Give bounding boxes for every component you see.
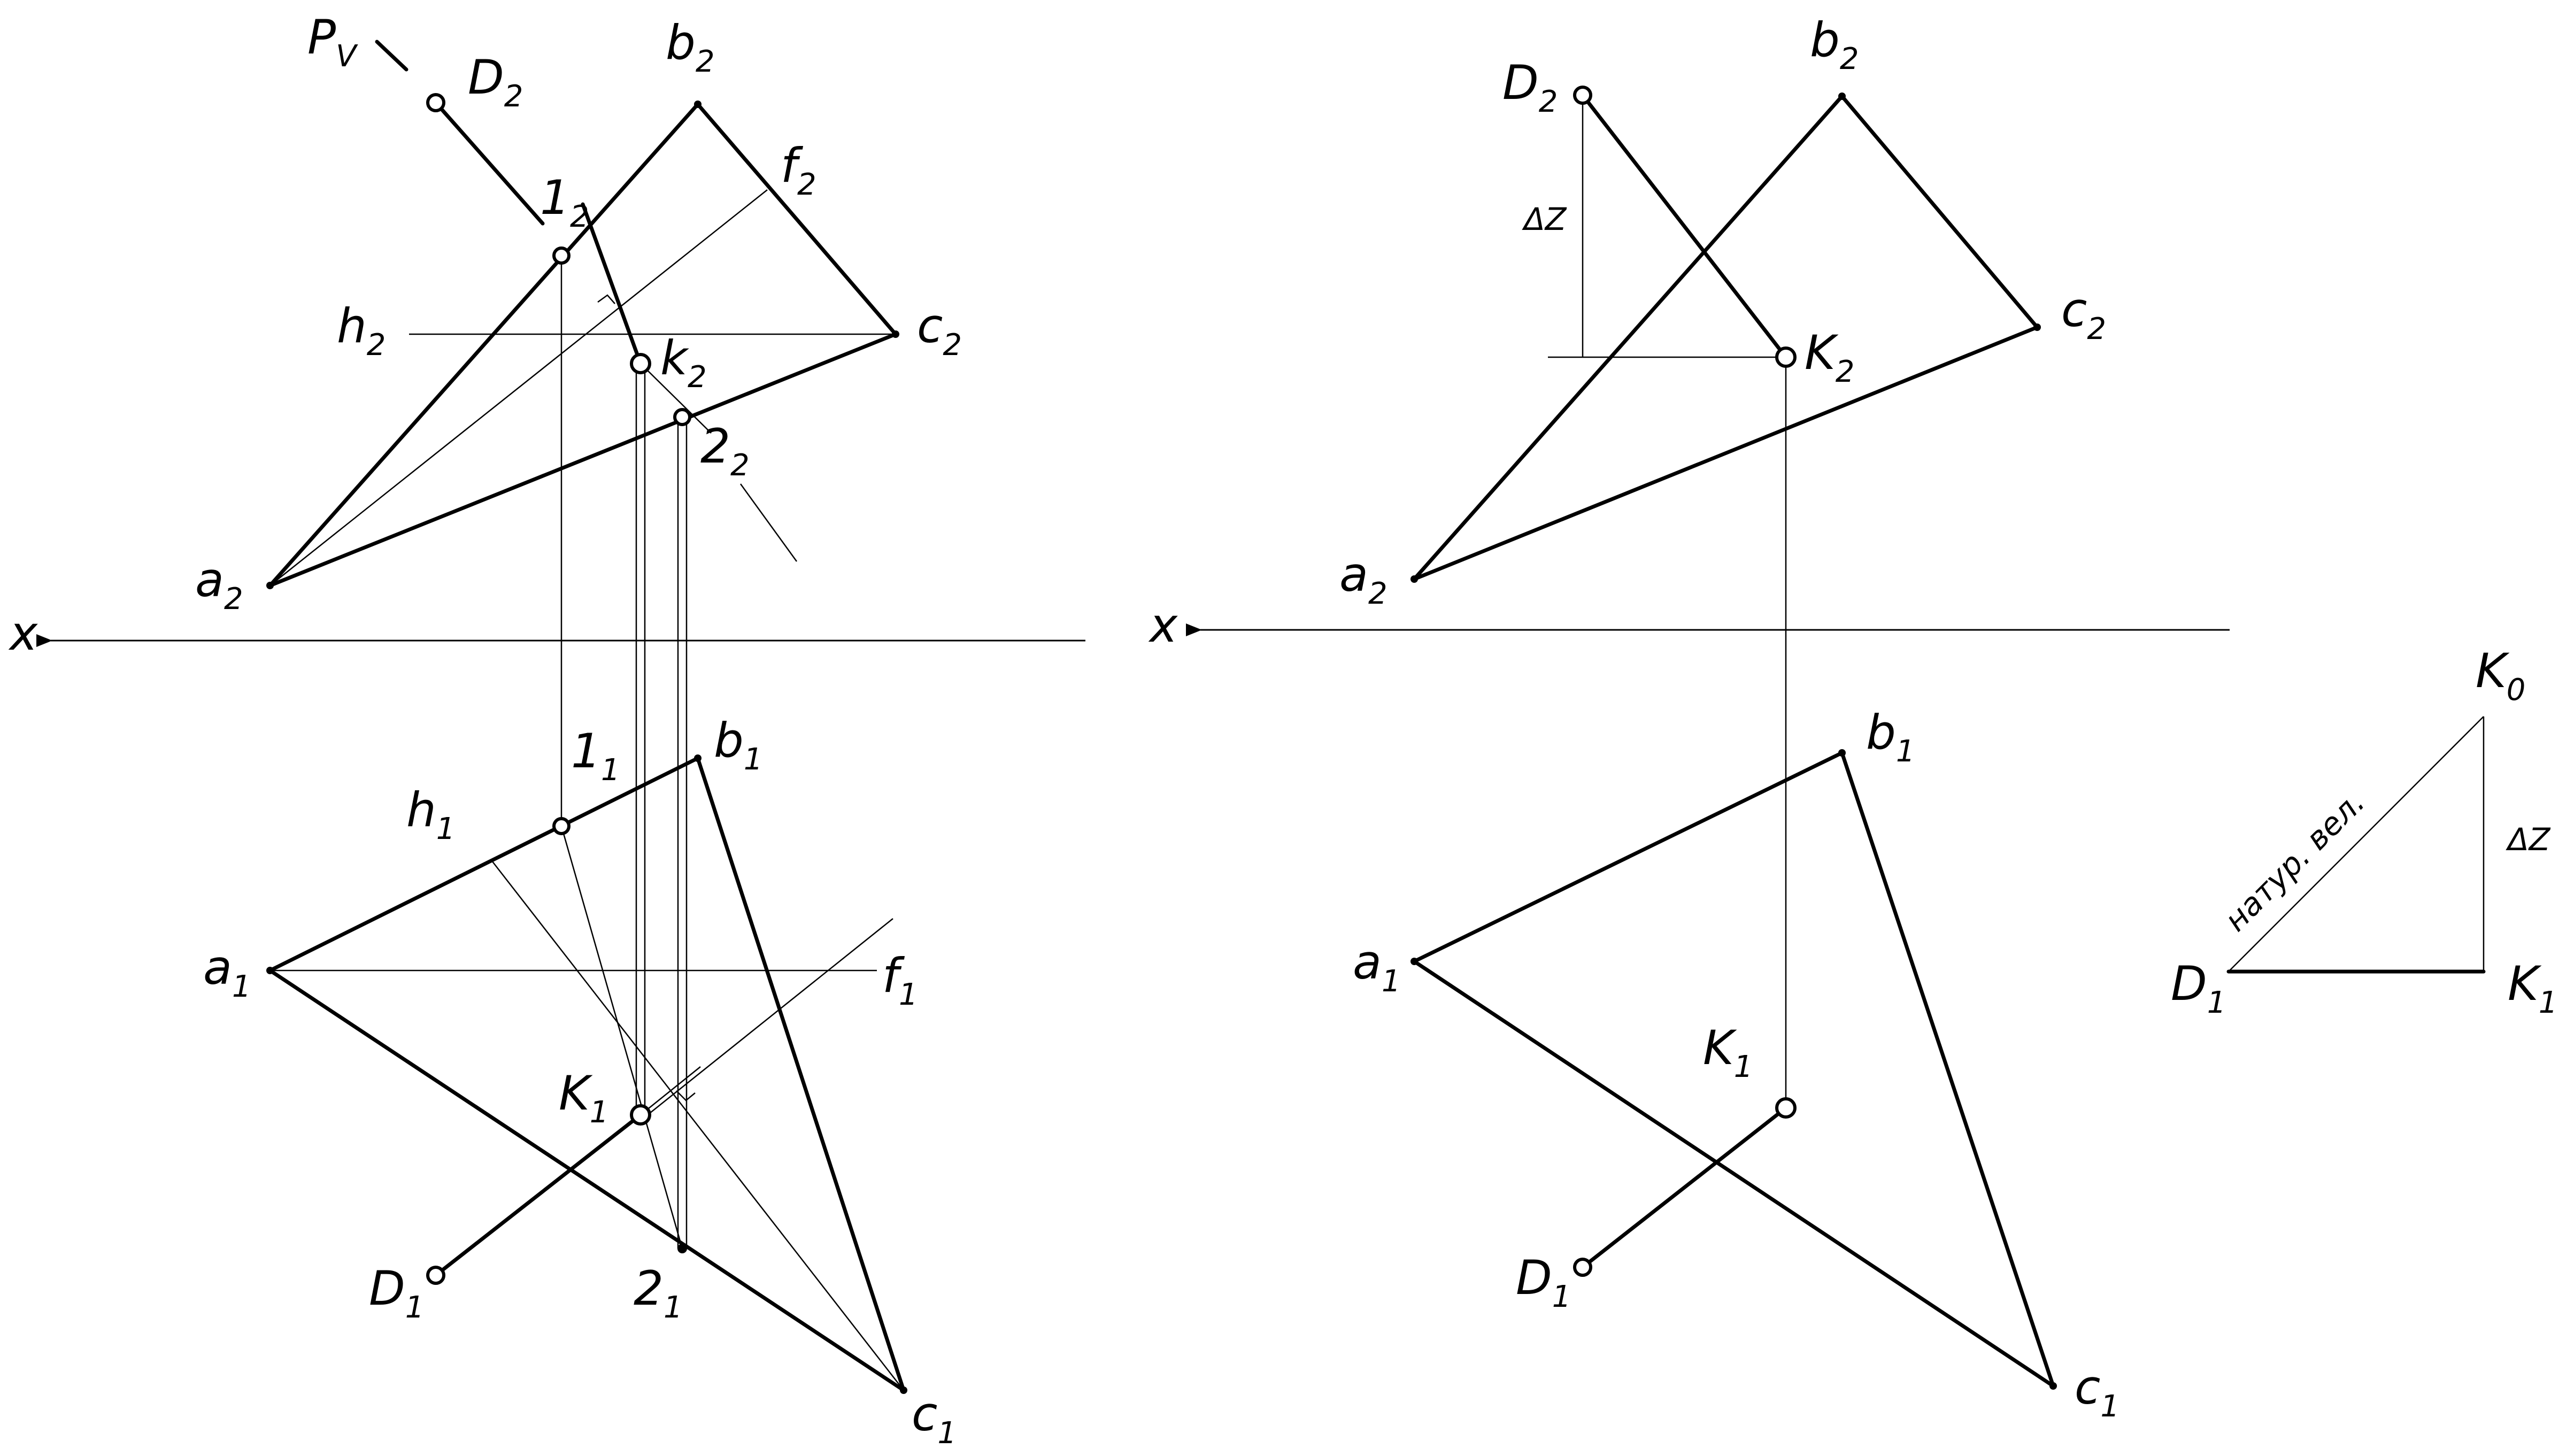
point-K1 xyxy=(630,1104,651,1126)
point-1-1 xyxy=(552,817,571,835)
label-c1-right: c1 xyxy=(2075,1360,2119,1424)
edge-b2-c2-right xyxy=(1840,94,2039,329)
point-c1 xyxy=(900,1386,907,1394)
label-h2: h2 xyxy=(337,298,386,363)
label-a2-right: a2 xyxy=(1339,547,1388,611)
left-x-axis-label: x xyxy=(8,606,38,661)
point-D1-right xyxy=(1573,1258,1592,1277)
label-f2: f2 xyxy=(781,138,816,202)
edge-b1-c1 xyxy=(696,756,906,1392)
label-D1: D1 xyxy=(369,1261,424,1325)
frontal-f2 xyxy=(269,189,768,586)
label-1-2: 12 xyxy=(540,170,589,234)
edge-a1-b1-right xyxy=(1412,751,1844,964)
delta-z-label-front: ΔZ xyxy=(1522,201,1567,237)
point-2-2 xyxy=(673,408,691,426)
label-b2: b2 xyxy=(666,15,715,79)
label-2-2: 22 xyxy=(700,419,750,483)
right-angle-mark-f1 xyxy=(676,1090,696,1101)
line-1-2-horiz xyxy=(560,826,683,1249)
left-horizontal-triangle xyxy=(268,756,906,1392)
point-c2-right xyxy=(2033,323,2041,331)
point-D1 xyxy=(426,1266,445,1285)
label-2-1: 21 xyxy=(634,1261,683,1325)
right-drawing: x ΔZ натур. вел. ΔZ xyxy=(1148,12,2557,1424)
label-a2: a2 xyxy=(195,552,243,617)
line-K2-2-2 xyxy=(640,363,712,434)
edge-a1-c1 xyxy=(268,968,906,1392)
line-D2-1-2 xyxy=(434,101,545,226)
edge-a1-b1 xyxy=(268,756,700,973)
line-D2-K2-right xyxy=(1581,93,1788,359)
label-b1-right: b1 xyxy=(1866,705,1915,769)
point-K2 xyxy=(630,353,651,374)
label-a1: a1 xyxy=(203,940,251,1004)
label-c2-right: c2 xyxy=(2061,282,2106,346)
line-2-2-beyond xyxy=(739,483,798,562)
line-D1-K1 xyxy=(434,1113,643,1277)
point-a2 xyxy=(266,582,274,589)
label-D2: D2 xyxy=(468,50,523,114)
label-c2: c2 xyxy=(917,298,962,363)
label-K1-right: K1 xyxy=(1703,1020,1753,1084)
label-D1-right: D1 xyxy=(1516,1250,1571,1314)
pv-trace-mark xyxy=(375,40,408,72)
label-K1: K1 xyxy=(559,1066,608,1130)
label-c1: c1 xyxy=(912,1386,957,1451)
line-D1-K1-right xyxy=(1581,1106,1788,1269)
edge-a2-b2-right xyxy=(1412,94,1844,581)
right-frontal-triangle xyxy=(1412,94,2039,581)
label-k2: k2 xyxy=(660,330,707,395)
left-labels: D2 b2 f2 12 h2 c2 k2 22 a2 11 b1 h1 a1 f… xyxy=(195,15,962,1451)
point-K1-right xyxy=(1775,1097,1797,1119)
point-a1-right xyxy=(1410,958,1418,965)
left-frontal-triangle xyxy=(268,102,898,588)
line-f1-perp xyxy=(644,918,893,1118)
point-a2-right xyxy=(1410,575,1418,583)
delta-z-label-true: ΔZ xyxy=(2506,821,2551,858)
point-2-1 xyxy=(677,1244,687,1253)
right-horizontal-triangle xyxy=(1412,751,2055,1388)
label-a1-right: a1 xyxy=(1353,935,1401,999)
label-1-1: 11 xyxy=(571,723,620,788)
true-size-hypotenuse xyxy=(2228,716,2484,972)
line-1-2-K2 xyxy=(581,202,643,366)
point-K2-right xyxy=(1775,346,1797,368)
edge-b1-c1-right xyxy=(1840,751,2055,1388)
right-angle-mark-f2 xyxy=(597,294,615,304)
true-size-triangle: натур. вел. ΔZ xyxy=(2217,716,2551,974)
label-b2-right: b2 xyxy=(1810,12,1859,76)
edge-a2-c2 xyxy=(268,332,898,588)
label-K0-true: K0 xyxy=(2476,643,2525,707)
line-K1-ext xyxy=(640,1066,701,1115)
true-size-label: натур. вел. xyxy=(2217,784,2372,938)
label-h1: h1 xyxy=(406,782,455,846)
point-D2 xyxy=(426,93,445,112)
edge-b2-c2 xyxy=(696,102,898,336)
label-D1-true: D1 xyxy=(2171,956,2226,1020)
label-b1: b1 xyxy=(714,713,763,777)
point-1-2 xyxy=(552,246,571,265)
point-c1-right xyxy=(2049,1382,2057,1390)
edge-a1-c1-right xyxy=(1412,959,2055,1388)
point-b1 xyxy=(694,754,702,762)
label-K1-true: K1 xyxy=(2508,956,2557,1020)
point-c2 xyxy=(892,330,899,338)
point-a1 xyxy=(266,967,274,974)
point-b2 xyxy=(694,101,702,108)
right-labels: D2 b2 c2 K2 a2 b1 a1 K1 D1 c1 K0 D1 K1 xyxy=(1339,12,2557,1424)
label-D2-right: D2 xyxy=(1502,55,1558,119)
edge-a2-c2-right xyxy=(1412,325,2039,581)
right-x-axis-label: x xyxy=(1148,598,1178,653)
left-drawing: x PV xyxy=(8,10,1085,1451)
label-f1: f1 xyxy=(882,948,918,1012)
line-h1 xyxy=(491,860,904,1391)
point-b2-right xyxy=(1838,93,1846,100)
pv-trace-label: PV xyxy=(307,10,358,74)
point-D2-right xyxy=(1573,86,1592,105)
label-K2-right: K2 xyxy=(1805,325,1854,389)
point-b1-right xyxy=(1838,749,1846,757)
edge-a2-b2 xyxy=(268,102,700,588)
